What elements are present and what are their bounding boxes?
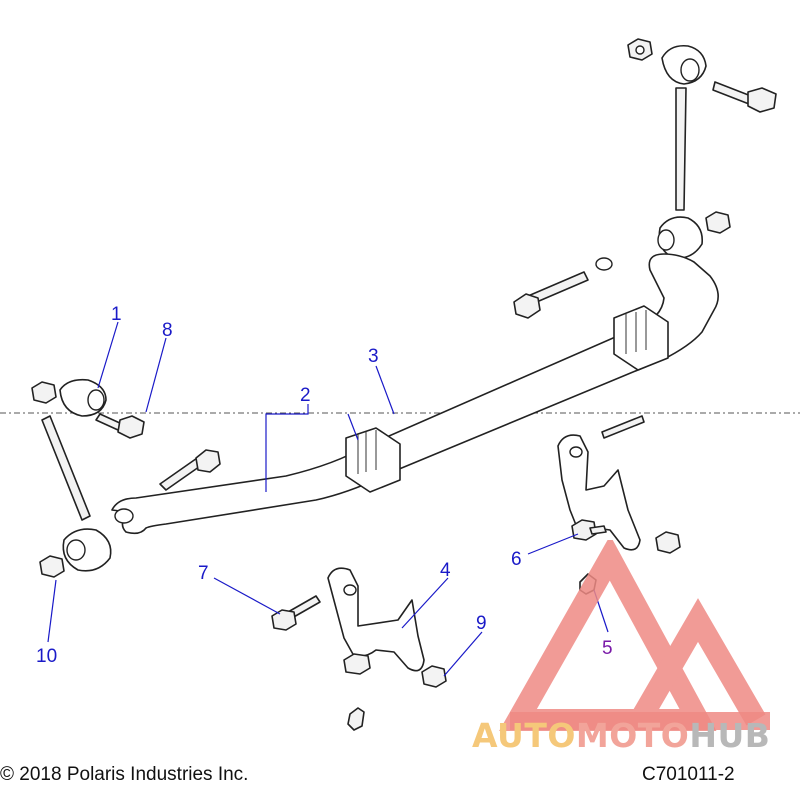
callout-7: 7 [198, 563, 209, 584]
callout-10: 10 [36, 646, 57, 667]
bracket-lower [327, 567, 425, 731]
wordmark-auto: AUTO [472, 716, 576, 755]
callout-9: 9 [476, 613, 487, 634]
wordmark-moto: MOTO [575, 716, 690, 755]
copyright-text: © 2018 Polaris Industries Inc. [0, 764, 249, 785]
left-link [31, 378, 145, 578]
bolt-7 [271, 595, 321, 631]
callout-4: 4 [440, 560, 451, 581]
callout-8: 8 [162, 320, 173, 341]
stabilizer-bar [111, 253, 719, 535]
bolt-upper [513, 271, 589, 319]
callout-2: 2 [300, 385, 311, 406]
automotohub-wordmark: AUTOMOTOHUB [472, 716, 770, 755]
bolt-left [159, 449, 221, 491]
callout-5: 5 [602, 638, 613, 659]
nut-9 [421, 665, 447, 688]
callout-6: 6 [511, 549, 522, 570]
upper-right-link [627, 38, 777, 260]
wordmark-hub: HUB [689, 716, 771, 755]
automotohub-logo [499, 540, 770, 731]
bolt-6 [571, 519, 607, 541]
bracket-right [557, 415, 681, 554]
callout-1: 1 [111, 304, 122, 325]
callout-3: 3 [368, 346, 379, 367]
drawing-number: C701011-2 [642, 764, 735, 785]
